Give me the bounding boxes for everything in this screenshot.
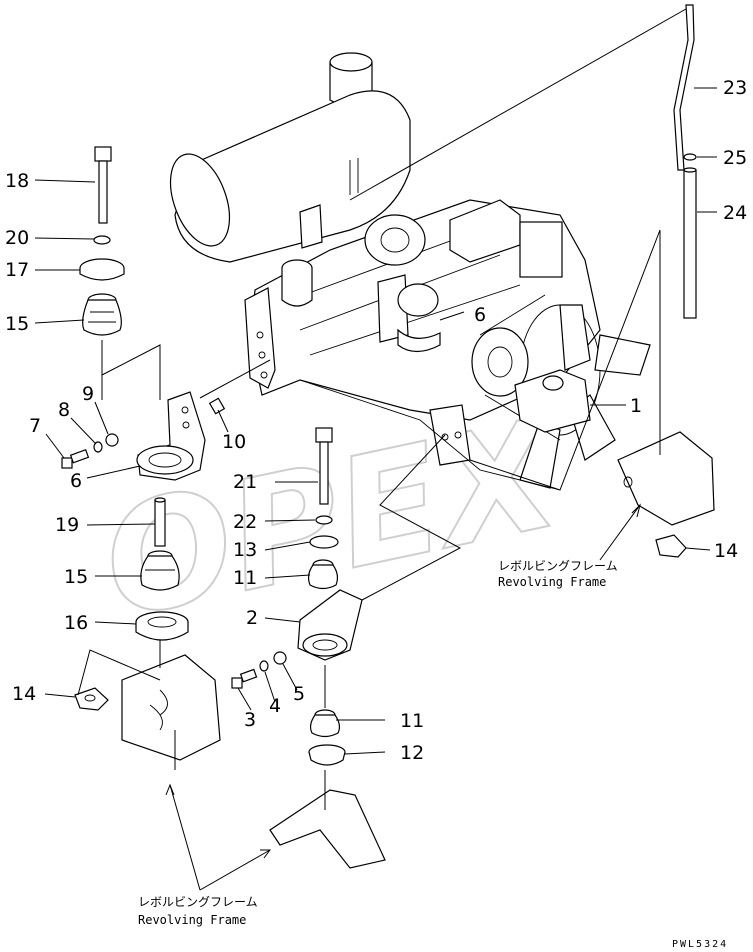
drawing-code: PWL5324 xyxy=(672,939,728,950)
callout-12: 12 xyxy=(400,742,424,764)
right-side-parts xyxy=(349,4,715,558)
callout-25: 25 xyxy=(723,147,747,169)
frame-label-en-right: Revolving Frame xyxy=(498,575,606,589)
callout-17: 17 xyxy=(5,259,29,281)
callout-15-upper: 15 xyxy=(5,313,29,335)
callout-11-upper: 11 xyxy=(233,567,257,589)
frame-label-jp-bottom: レボルビングフレーム xyxy=(138,895,258,909)
callout-20: 20 xyxy=(5,227,29,249)
frame-label-en-bottom: Revolving Frame xyxy=(138,913,246,927)
callout-labels: 1 2 3 4 5 6 6 7 8 9 10 11 11 12 13 14 14… xyxy=(5,77,747,764)
callout-5: 5 xyxy=(293,683,305,705)
callout-14-left: 14 xyxy=(12,683,36,705)
callout-14-right: 14 xyxy=(714,540,738,562)
callout-9: 9 xyxy=(82,383,94,405)
callout-24: 24 xyxy=(723,202,747,224)
callout-8: 8 xyxy=(58,399,70,421)
engine-assembly xyxy=(169,52,651,491)
callout-21: 21 xyxy=(233,471,257,493)
callout-18: 18 xyxy=(5,170,29,192)
callout-10: 10 xyxy=(222,431,246,453)
leader-lines xyxy=(34,87,717,891)
frame-caption-bottom: レボルビングフレーム Revolving Frame xyxy=(138,895,258,927)
callout-1: 1 xyxy=(630,395,642,417)
callout-15-lower: 15 xyxy=(64,566,88,588)
callout-22: 22 xyxy=(233,511,257,533)
frame-caption-right: レボルビングフレーム Revolving Frame xyxy=(498,559,618,589)
callout-11-lower: 11 xyxy=(400,710,424,732)
center-mount-parts xyxy=(231,427,386,869)
callout-7: 7 xyxy=(29,415,41,437)
callout-16: 16 xyxy=(64,612,88,634)
callout-6-left: 6 xyxy=(70,470,82,492)
callout-13: 13 xyxy=(233,539,257,561)
callout-4: 4 xyxy=(269,695,281,717)
callout-6-upper: 6 xyxy=(474,304,486,326)
callout-3: 3 xyxy=(244,709,256,731)
frame-label-jp-right: レボルビングフレーム xyxy=(498,559,618,573)
callout-19: 19 xyxy=(55,514,79,536)
callout-23: 23 xyxy=(723,77,747,99)
callout-2: 2 xyxy=(246,607,258,629)
left-mount-parts xyxy=(61,146,226,761)
